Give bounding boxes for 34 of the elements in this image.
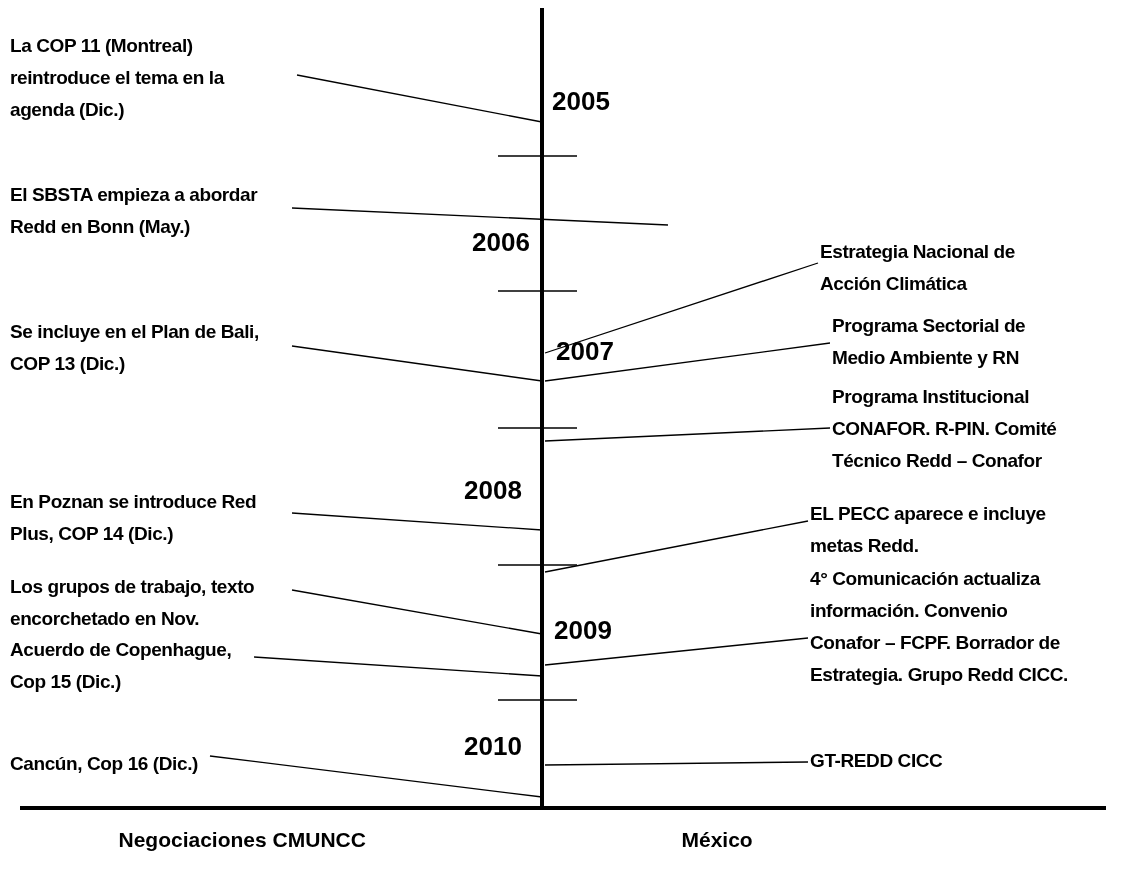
event-text: Programa Institucional CONAFOR. R-PIN. Comité Técnico Redd – Conafor — [832, 385, 1058, 473]
column-heading: Negociaciones CMUNCC — [118, 828, 366, 852]
leader-line — [291, 345, 543, 382]
leader-line — [544, 761, 809, 766]
event-text: EL PECC aparece e incluye metas Redd. — [810, 502, 1047, 558]
leader-line — [253, 656, 543, 677]
leader-line — [544, 262, 819, 354]
event-text: Cancún, Cop 16 (Dic.) — [10, 752, 198, 776]
event-text: El SBSTA empieza a abordar Redd en Bonn (May.) — [10, 183, 259, 239]
event-text: GT-REDD CICC — [810, 749, 943, 773]
event-text: Programa Sectorial de Medio Ambiente y RN — [832, 314, 1027, 370]
year-label: 2005 — [552, 86, 610, 117]
event-text: Se incluye en el Plan de Bali, COP 13 (Dic.) — [10, 320, 260, 376]
leader-line — [291, 207, 669, 226]
year-label: 2009 — [554, 615, 612, 646]
event-text: Los grupos de trabajo, texto encorchetado en Nov. — [10, 575, 256, 631]
leader-line — [291, 589, 543, 635]
year-label: 2010 — [464, 731, 522, 762]
year-label: 2007 — [556, 336, 614, 367]
leader-line — [291, 512, 543, 531]
leader-line — [544, 637, 809, 666]
event-text: En Poznan se introduce Red Plus, COP 14 (Dic.) — [10, 490, 258, 546]
event-text: Acuerdo de Copenhague, Cop 15 (Dic.) — [10, 638, 233, 694]
column-heading: México — [681, 828, 753, 852]
leader-line — [544, 427, 831, 442]
leader-line — [544, 342, 831, 382]
event-text: La COP 11 (Montreal) reintroduce el tema en la agenda (Dic.) — [10, 34, 226, 122]
leader-line — [296, 74, 543, 123]
event-text: 4° Comunicación actualiza información. Convenio Conafor – FCPF. Borrador de Estrategia. Grupo Redd CICC. — [810, 567, 1069, 687]
year-label: 2008 — [464, 475, 522, 506]
event-text: Estrategia Nacional de Acción Climática — [820, 240, 1016, 296]
leader-line — [209, 755, 543, 798]
year-label: 2006 — [472, 227, 530, 258]
leader-line — [544, 520, 809, 573]
